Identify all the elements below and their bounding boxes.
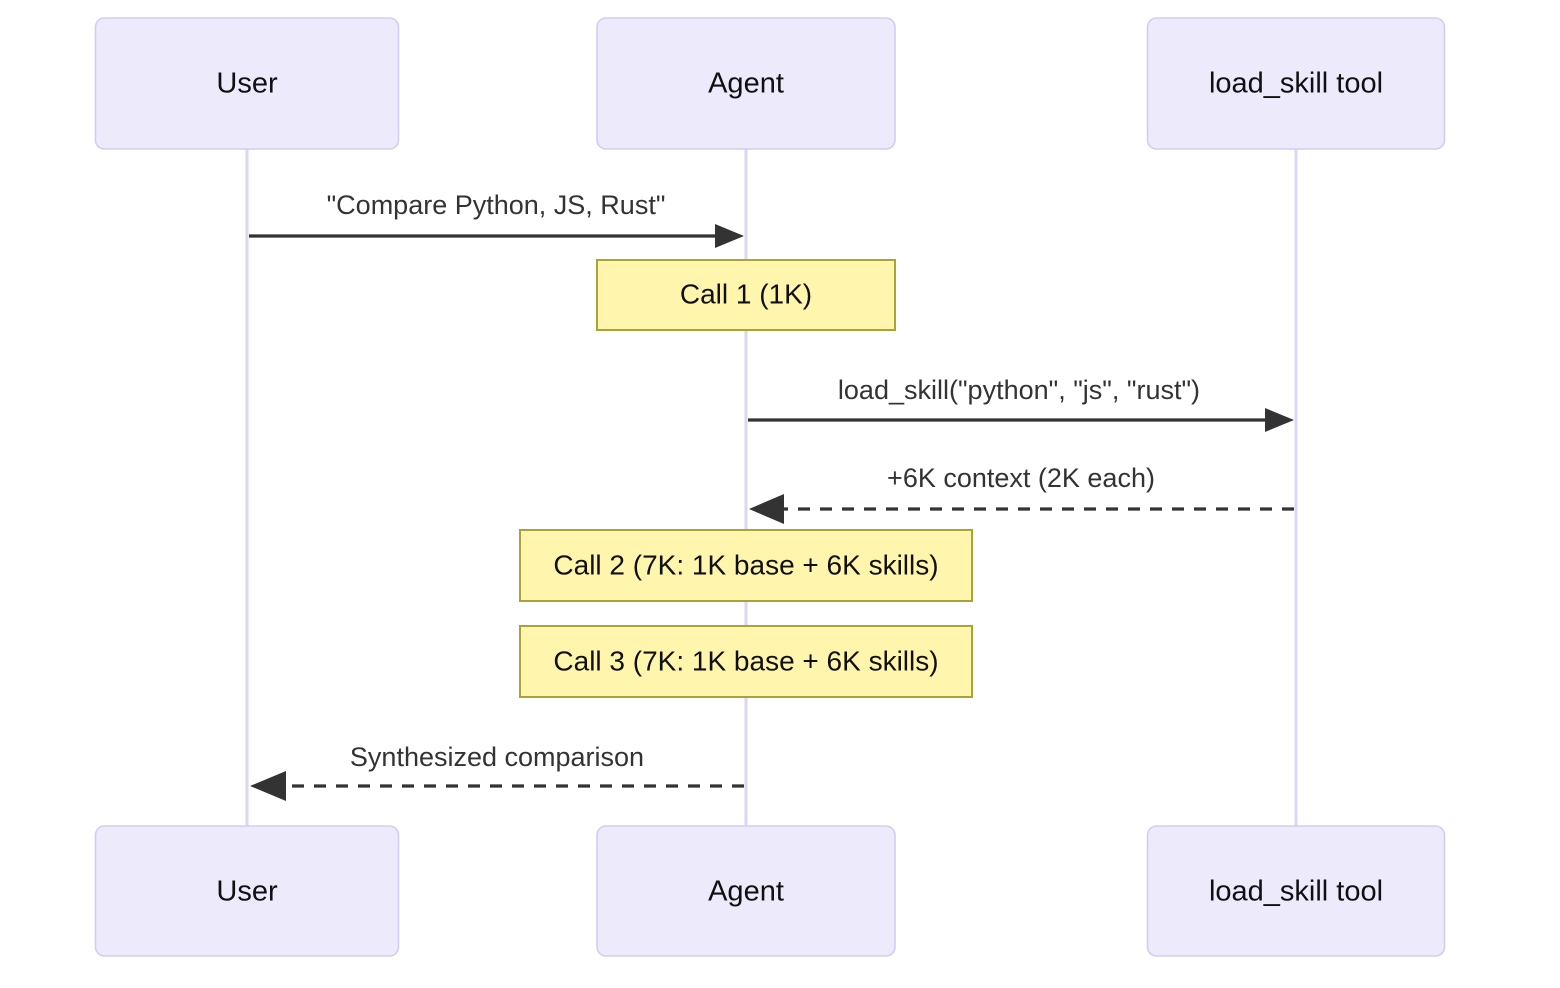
message-compare-request[interactable]: "Compare Python, JS, Rust" xyxy=(249,190,744,248)
message-label-load-skill-call: load_skill("python", "js", "rust") xyxy=(838,375,1200,405)
message-label-compare-request: "Compare Python, JS, Rust" xyxy=(327,190,666,220)
participant-box-user-top[interactable] xyxy=(94,17,400,150)
message-context-return[interactable]: +6K context (2K each) xyxy=(749,463,1294,524)
participant-top-agent[interactable]: Agent xyxy=(596,17,896,150)
note-label-call-2: Call 2 (7K: 1K base + 6K skills) xyxy=(553,549,938,580)
message-load-skill-call[interactable]: load_skill("python", "js", "rust") xyxy=(748,375,1294,432)
participant-top-user[interactable]: User xyxy=(94,17,400,150)
participants-top: User Agent load_skill tool xyxy=(94,17,1446,150)
participant-label-agent-bottom: Agent xyxy=(708,876,784,908)
participant-label-load-skill-tool-bottom: load_skill tool xyxy=(1209,876,1383,908)
participant-label-agent-top: Agent xyxy=(708,68,784,100)
message-arrowhead-context-return xyxy=(749,494,784,524)
note-call-3[interactable]: Call 3 (7K: 1K base + 6K skills) xyxy=(519,625,973,698)
message-arrowhead-compare-request xyxy=(715,224,744,248)
note-call-1[interactable]: Call 1 (1K) xyxy=(596,259,896,331)
participant-bottom-load-skill-tool[interactable]: load_skill tool xyxy=(1146,825,1446,957)
participants-bottom: User Agent load_skill tool xyxy=(94,825,1446,957)
note-box-call-2[interactable] xyxy=(519,529,973,602)
note-call-2[interactable]: Call 2 (7K: 1K base + 6K skills) xyxy=(519,529,973,602)
participant-label-user-top: User xyxy=(216,68,278,100)
message-arrowhead-load-skill-call xyxy=(1265,408,1294,432)
participant-box-agent-top[interactable] xyxy=(596,17,896,150)
participant-label-load-skill-tool-top: load_skill tool xyxy=(1209,68,1383,100)
message-label-context-return: +6K context (2K each) xyxy=(887,463,1155,493)
participant-top-load-skill-tool[interactable]: load_skill tool xyxy=(1146,17,1446,150)
participant-bottom-agent[interactable]: Agent xyxy=(596,825,896,957)
participant-box-agent-bottom[interactable] xyxy=(596,825,896,957)
note-box-call-1[interactable] xyxy=(596,259,896,331)
note-box-call-3[interactable] xyxy=(519,625,973,698)
participant-box-load-skill-tool-bottom[interactable] xyxy=(1146,825,1446,957)
note-label-call-1: Call 1 (1K) xyxy=(680,278,812,309)
participant-box-load-skill-tool-top[interactable] xyxy=(1146,17,1446,150)
message-arrowhead-synthesized-comparison xyxy=(250,771,286,801)
message-label-synthesized-comparison: Synthesized comparison xyxy=(350,742,644,772)
participant-bottom-user[interactable]: User xyxy=(94,825,400,957)
note-label-call-3: Call 3 (7K: 1K base + 6K skills) xyxy=(553,645,938,676)
participant-label-user-bottom: User xyxy=(216,876,278,908)
message-synthesized-comparison[interactable]: Synthesized comparison xyxy=(250,742,744,801)
participant-box-user-bottom[interactable] xyxy=(94,825,400,957)
